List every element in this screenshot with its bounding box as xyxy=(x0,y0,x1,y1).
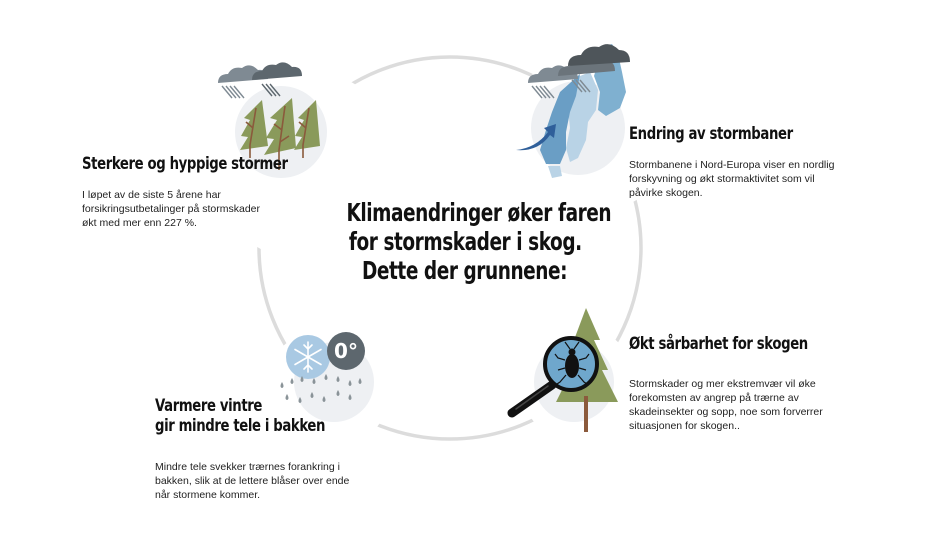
body-line: situasjonen for skogen.. xyxy=(629,420,740,432)
body-line: økt med mer enn 227 %. xyxy=(82,217,197,229)
snow-rain-icon xyxy=(266,327,390,451)
section-body: Stormbanene i Nord-Europa viser en nordl… xyxy=(629,158,834,200)
section-body: Stormskader og mer ekstremvær vil øke fo… xyxy=(629,377,823,433)
title-line: Varmere vintre xyxy=(155,396,263,416)
section-body: I løpet av de siste 5 årene har forsikri… xyxy=(82,188,260,230)
page-title: Klimaendringer øker faren for stormskade… xyxy=(300,198,630,285)
title-line-1: Klimaendringer øker faren xyxy=(346,198,612,227)
section-title: Varmere vintre gir mindre tele i bakken xyxy=(155,396,325,436)
body-line: når stormene kommer. xyxy=(155,489,261,501)
body-line: skadeinsekter og sopp, noe som forverrer xyxy=(629,406,823,418)
section-body: Mindre tele svekker trærnes forankring i… xyxy=(155,460,349,502)
storm-trees-icon xyxy=(210,62,400,260)
zero-degree-badge: 0° xyxy=(334,339,358,363)
body-line: forekomsten av angrep på trærne av xyxy=(629,392,799,404)
title-line: gir mindre tele i bakken xyxy=(155,416,326,436)
section-title: Endring av stormbaner xyxy=(629,124,793,144)
scandinavia-map-icon xyxy=(510,44,674,213)
body-line: forsikringsutbetalinger på stormskader xyxy=(82,203,260,215)
title-line-2: for stormskader i skog. xyxy=(348,227,582,256)
body-line: Mindre tele svekker trærnes forankring i xyxy=(155,461,340,473)
title-line-3: Dette der grunnene: xyxy=(362,256,568,285)
body-line: bakken, slik at de lettere blåser over e… xyxy=(155,475,350,487)
insect-magnifier-icon xyxy=(507,308,636,442)
body-line: I løpet av de siste 5 årene har xyxy=(82,189,221,201)
body-line: forskyvning og økt stormaktivitet som vi… xyxy=(629,173,815,185)
body-line: Stormbanene i Nord-Europa viser en nordl… xyxy=(629,159,835,171)
body-line: Stormskader og mer ekstremvær vil øke xyxy=(629,378,816,390)
body-line: påvirke skogen. xyxy=(629,187,703,199)
section-title: Økt sårbarhet for skogen xyxy=(629,334,808,354)
section-title: Sterkere og hyppige stormer xyxy=(82,154,288,174)
